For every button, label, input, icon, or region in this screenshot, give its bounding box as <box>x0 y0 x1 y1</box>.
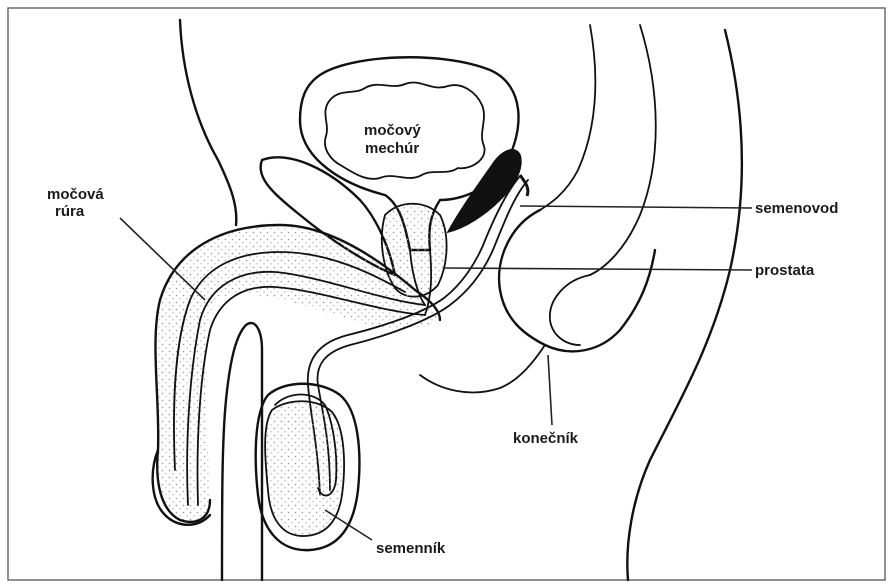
spine-line-outer <box>590 25 656 275</box>
back-outline <box>627 30 742 580</box>
label-bladder-line2: mechúr <box>365 140 419 157</box>
body-front-outline <box>180 20 236 225</box>
figure-frame <box>8 8 885 580</box>
testis-stippled <box>265 401 344 536</box>
label-vas-deferens: semenovod <box>755 200 838 217</box>
anal-canal <box>420 345 545 392</box>
label-urethra-line1: močová <box>47 186 104 203</box>
leader-rectum <box>548 355 552 425</box>
label-rectum: konečník <box>513 430 579 447</box>
label-urethra-line2: rúra <box>55 203 85 220</box>
leader-testis <box>325 510 372 540</box>
leader-vas-deferens <box>520 206 752 208</box>
label-testis: semenník <box>376 540 446 557</box>
rectum-inner <box>550 275 590 345</box>
spine-line-inner <box>540 25 595 210</box>
leader-prostate <box>445 268 752 270</box>
label-bladder-line1: močový <box>364 122 421 139</box>
label-prostate: prostata <box>755 262 815 279</box>
